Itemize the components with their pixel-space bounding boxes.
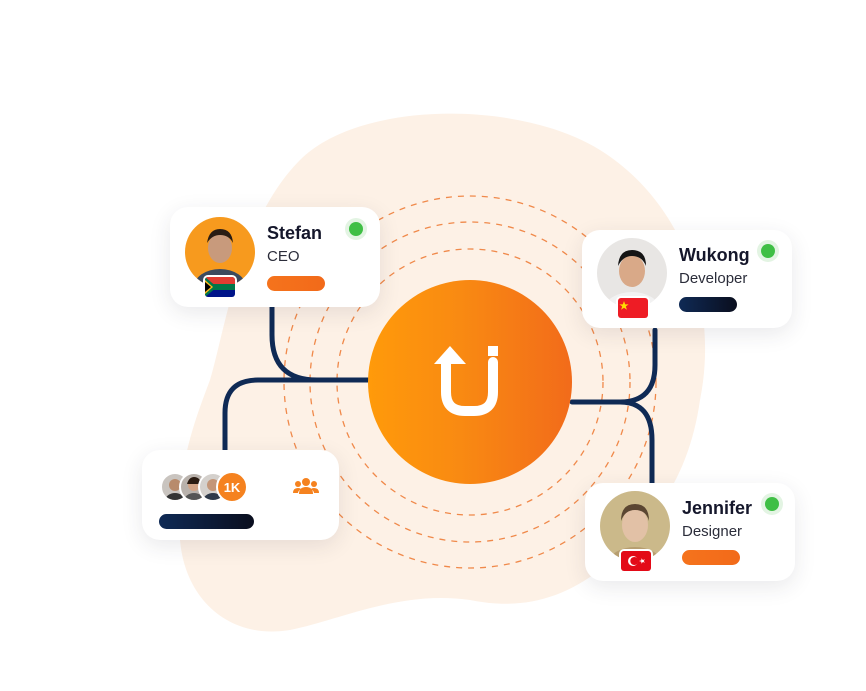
south-africa-flag-icon: [205, 277, 235, 297]
profile-name: Stefan: [267, 223, 323, 243]
profile-role: Developer: [679, 270, 748, 287]
profile-name: Jennifer: [682, 498, 753, 518]
profile-card-stefan[interactable]: Stefan CEO: [170, 207, 380, 307]
upload-u-logo-icon: [434, 346, 498, 416]
china-flag-icon: [618, 298, 648, 318]
connector-lines: [222, 297, 658, 488]
profile-tag-bar: [679, 297, 737, 312]
team-group-icon: [293, 476, 319, 496]
turkey-flag-icon: [621, 551, 651, 571]
dashed-rings: [283, 195, 657, 569]
central-hub[interactable]: [368, 280, 572, 484]
profile-name: Wukong: [679, 245, 750, 265]
team-tag-bar: [159, 514, 254, 529]
online-status-indicator: [349, 222, 363, 236]
profile-role: CEO: [267, 248, 300, 265]
profile-card-jennifer[interactable]: Jennifer Designer: [585, 483, 795, 581]
profile-tag-bar: [682, 550, 740, 565]
online-status-indicator: [761, 244, 775, 258]
profile-tag-bar: [267, 276, 325, 291]
profile-role: Designer: [682, 523, 743, 540]
team-card[interactable]: 1K: [142, 450, 339, 540]
avatar: [600, 491, 670, 561]
profile-card-wukong[interactable]: Wukong Developer: [582, 230, 792, 328]
online-status-indicator: [765, 497, 779, 511]
team-count-badge: 1K: [216, 471, 248, 503]
